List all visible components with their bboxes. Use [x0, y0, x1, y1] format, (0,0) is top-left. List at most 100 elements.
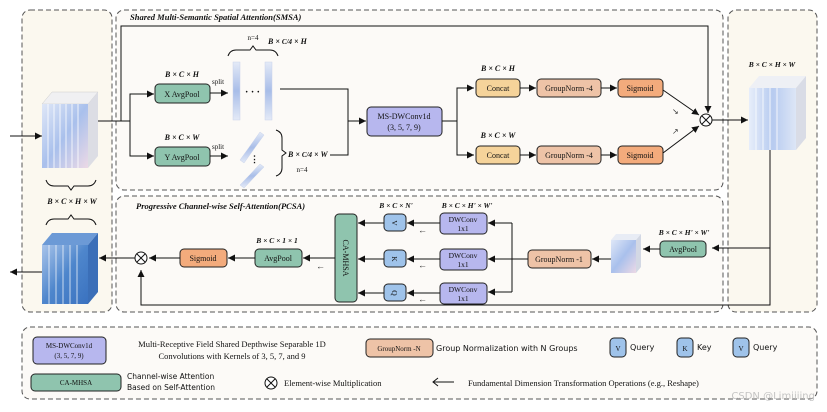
left-dim-label: B × C × H × W — [46, 197, 97, 206]
k-label: K — [390, 256, 399, 262]
output-feature-map — [42, 233, 98, 304]
dwconv-q-box[interactable]: DWConv 1x1 — [439, 282, 488, 305]
concat-bot-box[interactable]: Concat — [475, 145, 521, 165]
dim-out-bot: B × C × W — [480, 131, 517, 140]
dwconv-q-line2: 1x1 — [457, 294, 469, 303]
k-box[interactable]: K — [383, 249, 407, 268]
dwconv-q-line1: DWConv — [449, 285, 478, 294]
smsa-section — [115, 9, 724, 191]
q-box[interactable]: Q — [383, 283, 407, 302]
legend-msdw-l1: MS-DWConv1d — [46, 342, 93, 350]
legend-v-label: V — [615, 345, 620, 353]
legend-mult-desc: Element-wise Multiplication — [284, 378, 382, 388]
legend-v2-label: V — [738, 345, 743, 353]
smsa-identity-line — [120, 25, 712, 121]
n4-bottom: n=4 — [297, 166, 308, 174]
split-w-dim: B × C/4 × W — [287, 150, 328, 159]
groupnorm4-bot-box[interactable]: GroupNorm -4 — [536, 145, 602, 165]
q-label: Q — [390, 290, 399, 296]
legend-v-box: V — [609, 337, 627, 358]
smsa-title: Shared Multi-Semantic Spatial Attention(… — [130, 12, 302, 22]
right-residual-line — [137, 248, 771, 306]
ms-dwconv1d-line1: MS-DWConv1d — [378, 112, 431, 121]
reshape-arrow-v: ← — [418, 225, 427, 235]
right-dim-label: B × C × H × W — [748, 60, 797, 69]
legend-arrow-icon — [432, 377, 454, 387]
msdw-to-concat-bot — [456, 121, 474, 159]
reshape-arrow-k: ← — [418, 260, 427, 270]
watermark: CSDN @Limiiiing — [731, 391, 815, 402]
legend-camhsa-desc-l2: Based on Self-Attention — [127, 383, 215, 392]
svg-text:⋮: ⋮ — [250, 154, 259, 164]
pooled-feature-map — [611, 234, 641, 273]
legend-msdw-l2: (3, 5, 7, 9) — [54, 352, 84, 360]
pcsa-avgpool-box[interactable]: AvgPool — [254, 248, 303, 268]
w-strips-to-msdw — [330, 121, 349, 156]
h-strips-to-msdw — [280, 88, 366, 125]
smsa-branch-y — [129, 121, 154, 160]
ms-dwconv1d-line2: (3, 5, 7, 9) — [387, 123, 421, 132]
dim-bchw-prime: B × C × H' × W' — [441, 201, 493, 210]
legend-v2-box: V — [732, 337, 750, 358]
pcsa-avgpool-in-label: AvgPool — [669, 245, 698, 254]
pcsa-avgpool-label: AvgPool — [264, 254, 293, 263]
groupnorm1-box[interactable]: GroupNorm -1 — [527, 249, 592, 269]
smsa-output-feature-map — [749, 76, 806, 150]
groupnorm4-top-box[interactable]: GroupNorm -4 — [536, 78, 602, 98]
ca-mhsa-label: CA-MHSA — [341, 240, 350, 277]
dim-bc11: B × C × 1 × 1 — [255, 236, 298, 245]
split-h-dim: B × C/4 × H — [267, 37, 308, 46]
dwconv-v-box[interactable]: DWConv 1x1 — [439, 212, 488, 235]
pcsa-multiply-icon — [134, 251, 148, 265]
split-label-x: split — [212, 78, 224, 86]
smsa-multiply-icon — [699, 113, 713, 127]
sigmoid-top-label: Sigmoid — [626, 84, 653, 93]
dim-bch-label: B × C × H — [164, 70, 200, 79]
dwconv-v-line2: 1x1 — [457, 224, 469, 233]
msdw-to-concat-top — [456, 84, 474, 121]
legend-groupnorm-box: GroupNorm -N — [365, 338, 434, 358]
dwconv-k-box[interactable]: DWConv 1x1 — [439, 248, 488, 271]
dim-bcw-label: B × C × W — [164, 133, 201, 142]
legend-msdw-desc-l2: Convolutions with Kernels of 3, 5, 7, an… — [158, 351, 305, 361]
reshape-arrow-bot: ↗ — [672, 127, 679, 136]
pcsa-sigmoid-label: Sigmoid — [189, 254, 216, 263]
legend-k-box: K — [676, 337, 694, 358]
concat-top-box[interactable]: Concat — [475, 78, 521, 98]
legend-msdw-box: MS-DWConv1d (3, 5, 7, 9) — [32, 336, 107, 365]
legend-groupnorm-desc: Group Normalization with N Groups — [436, 344, 578, 353]
legend-multiply-icon — [264, 376, 278, 390]
ms-dwconv1d-box[interactable]: MS-DWConv1d (3, 5, 7, 9) — [366, 106, 443, 137]
right-panel — [727, 9, 818, 313]
sigmoid-bot-box[interactable]: Sigmoid — [617, 145, 664, 165]
legend-v2-desc: Query — [753, 343, 778, 352]
sigmoid-bot-to-mult — [662, 125, 700, 154]
pcsa-avgpool-in-box[interactable]: AvgPool — [659, 240, 707, 258]
y-avgpool-label: Y AvgPool — [165, 153, 201, 162]
output-brace — [45, 214, 97, 226]
legend-k-desc: Key — [697, 343, 712, 352]
pcsa-section — [115, 195, 724, 313]
pcsa-sigmoid-box[interactable]: Sigmoid — [179, 248, 228, 268]
dwconv-k-line2: 1x1 — [457, 260, 469, 269]
x-avgpool-box[interactable]: X AvgPool — [154, 83, 211, 104]
sigmoid-bot-label: Sigmoid — [626, 151, 653, 160]
x-avgpool-label: X AvgPool — [164, 90, 200, 99]
ca-mhsa-box[interactable]: CA-MHSA — [334, 213, 358, 303]
legend-camhsa-box: CA-MHSA — [30, 373, 122, 392]
dwconv-k-line1: DWConv — [449, 251, 478, 260]
v-label: V — [390, 220, 399, 226]
y-avgpool-box[interactable]: Y AvgPool — [154, 146, 211, 167]
v-box[interactable]: V — [383, 213, 407, 232]
sigmoid-top-box[interactable]: Sigmoid — [617, 78, 664, 98]
split-w-strips: ⋮ — [239, 131, 265, 189]
sigmoid-top-to-mult — [662, 89, 700, 116]
concat-top-label: Concat — [487, 84, 510, 93]
legend-v-desc: Query — [630, 343, 655, 352]
groupnorm4-bot-label: GroupNorm -4 — [545, 151, 593, 160]
svg-text:· · ·: · · · — [245, 87, 260, 98]
legend-camhsa-desc-l1: Channel-wise Attention — [127, 372, 214, 381]
split-w-brace — [275, 129, 287, 177]
input-brace — [45, 179, 97, 191]
split-h-strips: · · · — [232, 61, 273, 121]
